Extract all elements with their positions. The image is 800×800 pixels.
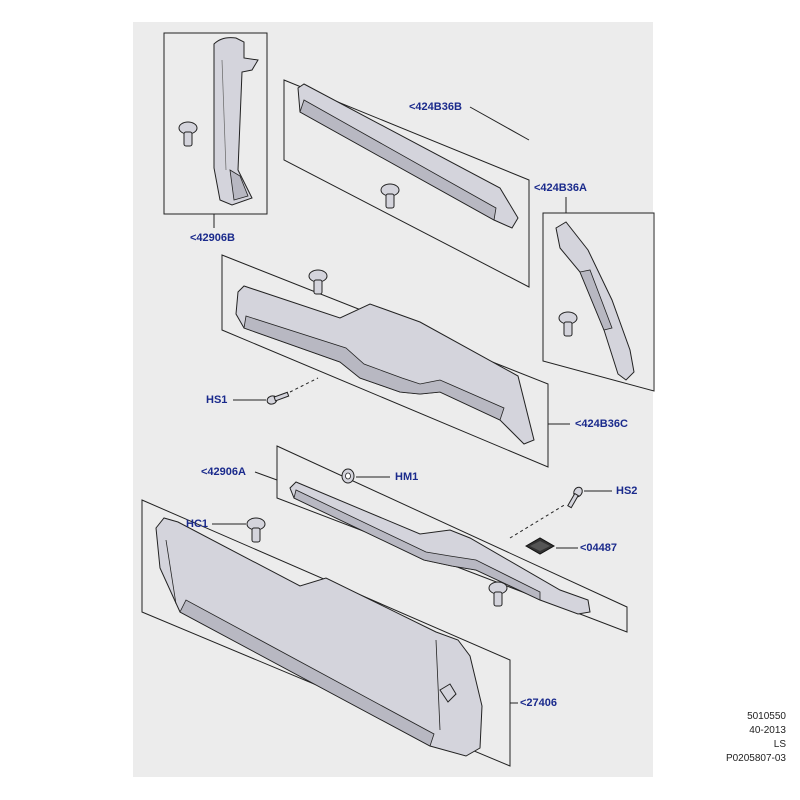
callout-HS2: HS2 (616, 485, 638, 497)
clip-icon (380, 183, 400, 209)
group-box-424B36B (283, 79, 530, 288)
clip-icon (246, 517, 266, 543)
group-27406 (141, 499, 518, 767)
callout-HS1: HS1 (206, 394, 228, 406)
ref-drawing-id: P0205807-03 (725, 753, 786, 764)
callout-HC1: HC1 (186, 518, 209, 530)
callout-424B36B: <424B36B (409, 101, 462, 113)
part-pillar-trim-shade (229, 169, 249, 201)
screw-icon (266, 391, 290, 405)
ref-date: 40-2013 (749, 725, 786, 736)
clip-icon (178, 121, 198, 147)
callout-04487: <04487 (580, 542, 618, 554)
callout-424B36C: <424B36C (575, 418, 628, 430)
group-424B36B (283, 79, 530, 288)
callout-424B36A: <424B36A (534, 182, 587, 194)
group-box-42906A (276, 445, 628, 633)
screw-icon (567, 486, 583, 509)
group-box-424B36A (542, 212, 655, 392)
callout-27406: <27406 (520, 697, 558, 709)
group-42906A (254, 445, 628, 633)
clip-icon (488, 581, 508, 607)
group-424B36A (542, 197, 655, 392)
clip-icon (558, 311, 578, 337)
callout-42906A: <42906A (201, 466, 246, 478)
latch-icon (439, 683, 457, 703)
grommet-icon (341, 468, 355, 484)
ref-number: 5010550 (747, 711, 786, 722)
pad-icon (524, 537, 556, 555)
group-424B36C (221, 254, 570, 468)
callout-HM1: HM1 (395, 471, 419, 483)
group-42906B (163, 32, 268, 228)
clip-icon (308, 269, 328, 295)
group-box-27406 (141, 499, 511, 767)
group-box-42906B (163, 32, 268, 215)
part-pillar-trim-42906B (213, 37, 259, 206)
callout-42906B: <42906B (190, 232, 235, 244)
ref-model: LS (773, 739, 786, 750)
